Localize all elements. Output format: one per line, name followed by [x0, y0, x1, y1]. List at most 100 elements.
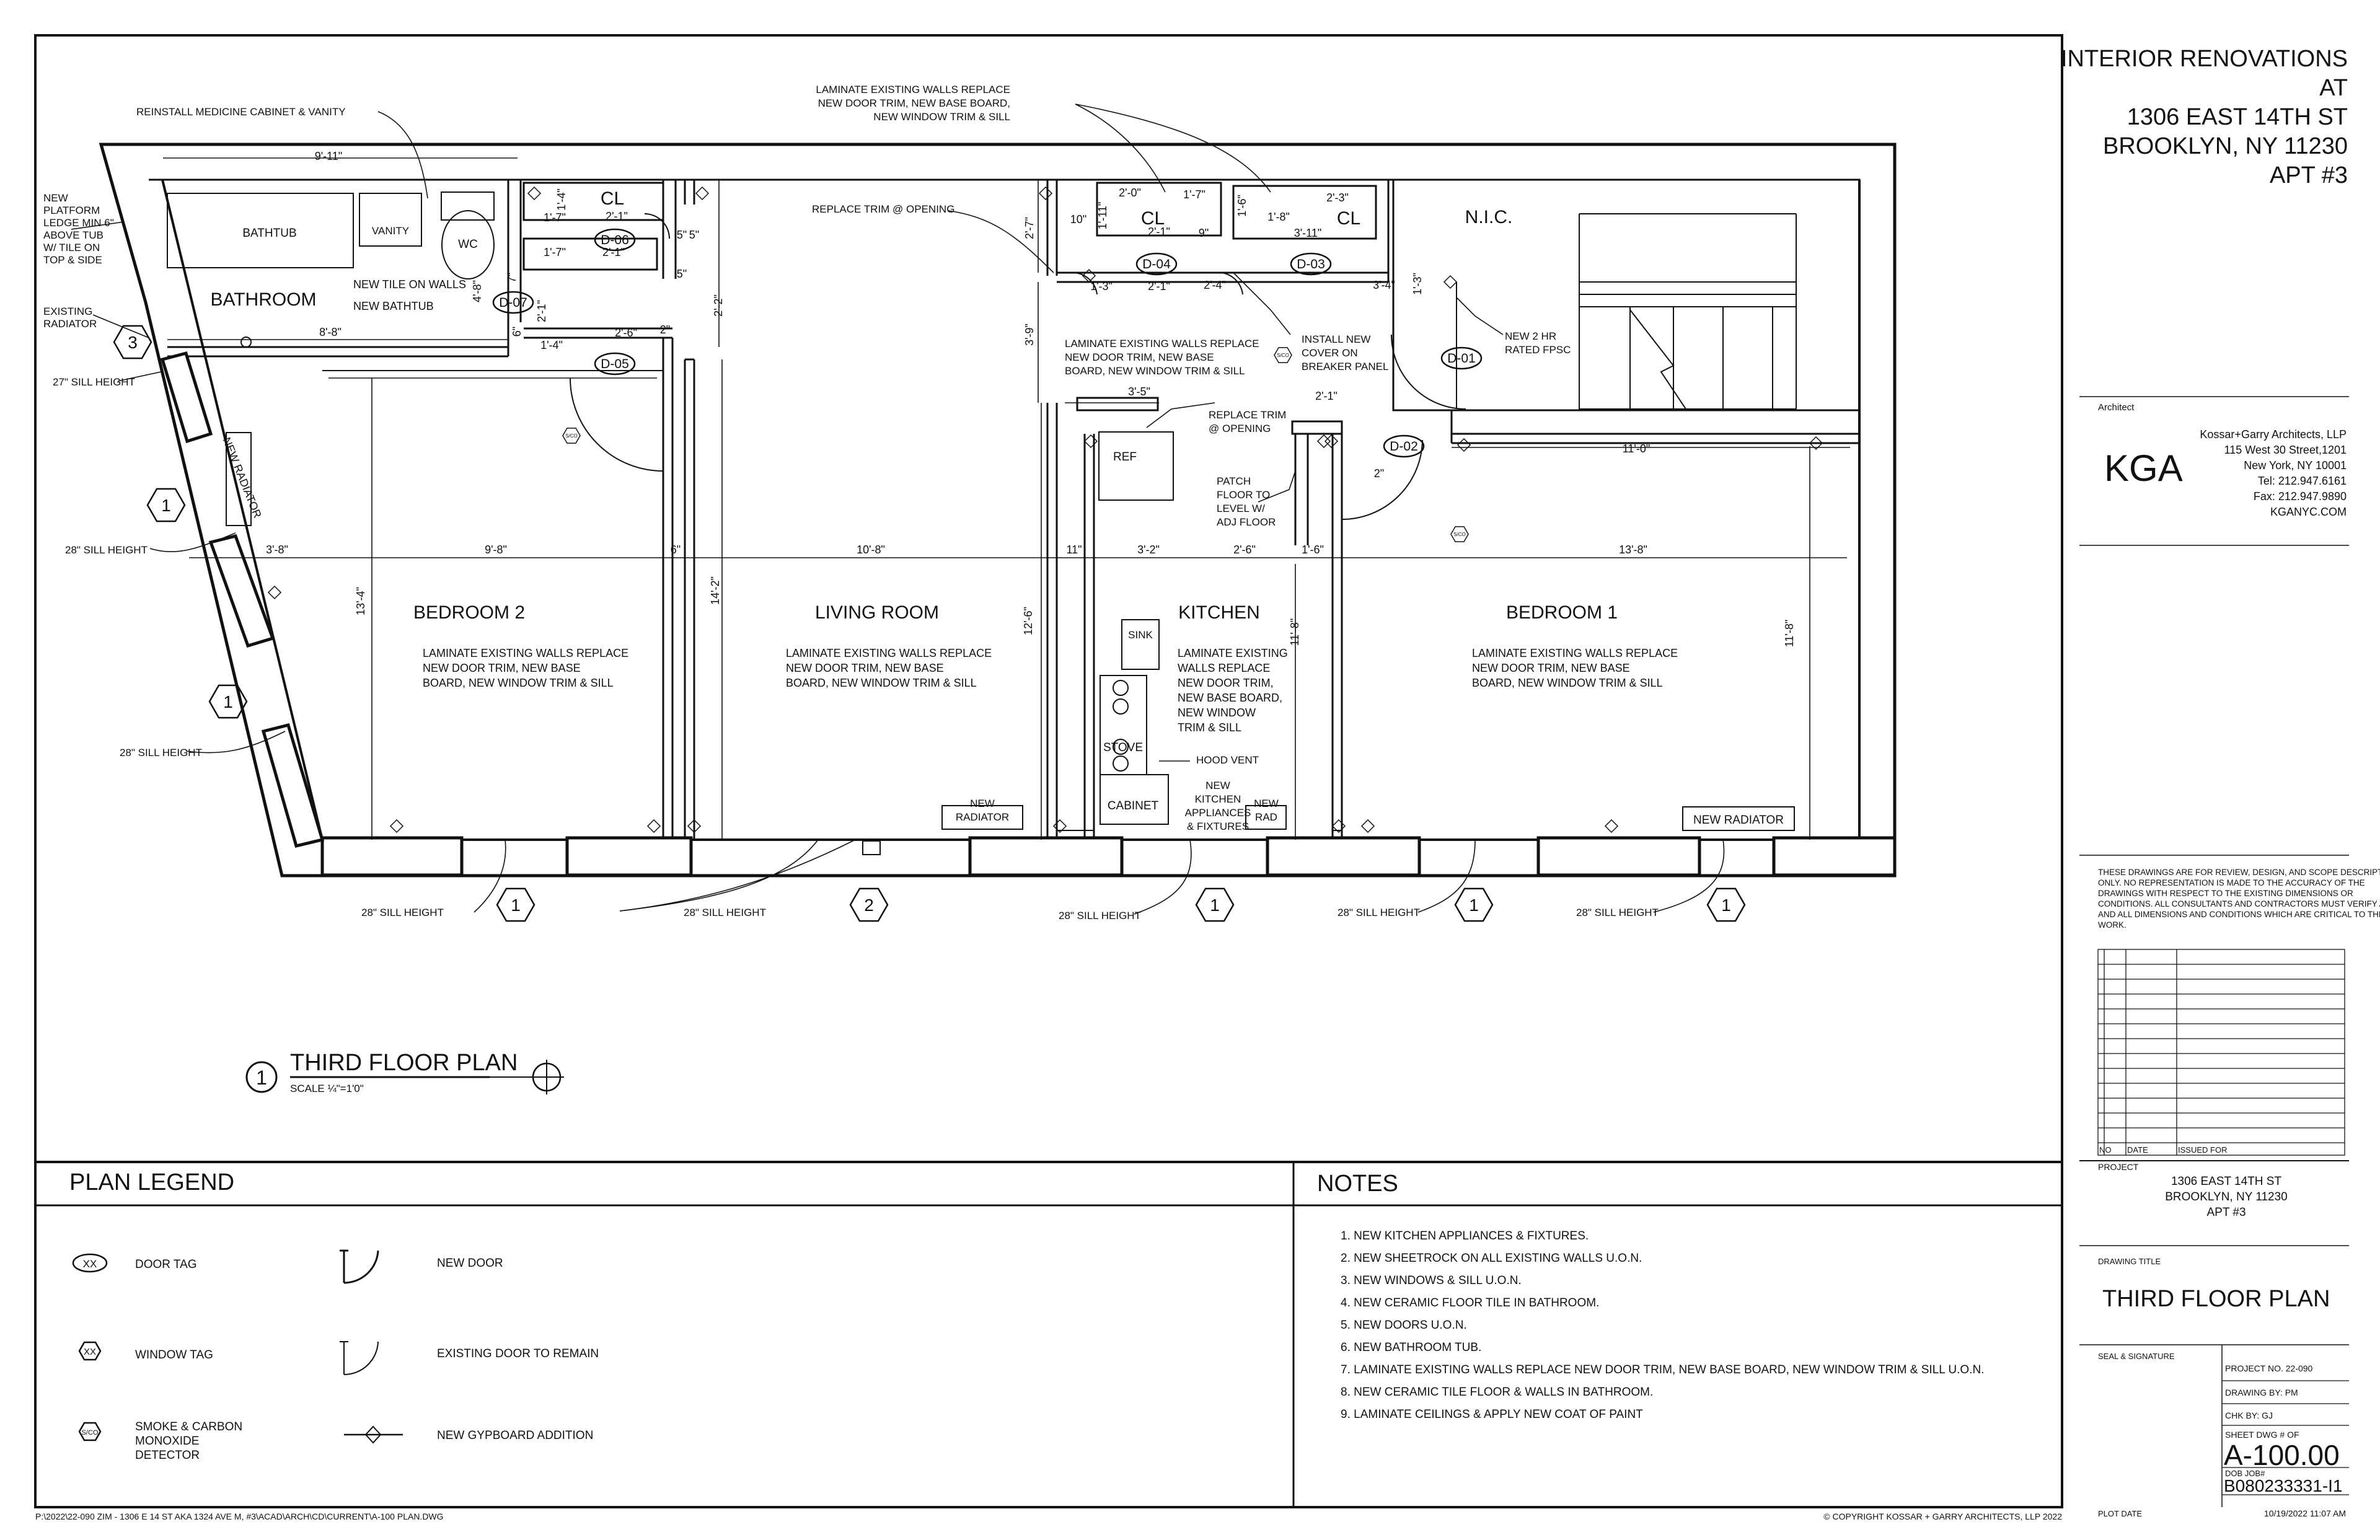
- note-reinstall: REINSTALL MEDICINE CABINET & VANITY: [136, 106, 346, 118]
- sill-27: 27" SILL HEIGHT: [53, 376, 135, 388]
- window-tag-label: 1: [511, 895, 521, 915]
- rev-header-issued: ISSUED FOR: [2178, 1145, 2227, 1155]
- gypboard-marker-icon: [1083, 434, 1098, 449]
- dimension-d-2-2: 2'-2": [712, 294, 725, 317]
- note-item: 1. NEW KITCHEN APPLIANCES & FIXTURES.: [1341, 1230, 1589, 1243]
- dimension-d-10-8: 10'-8": [857, 543, 885, 556]
- wc-bowl: [441, 210, 495, 279]
- dimension-d-1-11: 1'-11": [1096, 202, 1109, 230]
- dimension-d-6: 6": [671, 543, 681, 556]
- dimension-d-2-0: 2'-0": [1119, 187, 1141, 199]
- window-tag-label: 1: [161, 496, 171, 515]
- legend-existing-door-icon: [340, 1341, 379, 1375]
- label-bathtub: BATHTUB: [242, 227, 296, 240]
- door-tag-shape: [1383, 434, 1425, 458]
- note-replace-trim-2: REPLACE TRIM@ OPENING: [1209, 409, 1286, 434]
- revision-table: [2097, 949, 2345, 1156]
- door-tag-label: D-07: [499, 296, 527, 310]
- gypboard-marker-icon: [1324, 434, 1339, 449]
- dimension-d-2-1b: 2'-1": [606, 210, 628, 222]
- room-labels: BATHROOM BEDROOM 2 LIVING ROOM KITCHEN B…: [210, 188, 1784, 827]
- dimension-d-2-6b: 2'-6": [615, 327, 637, 339]
- refrigerator: [1098, 431, 1174, 501]
- window-tag-shape: [849, 887, 889, 922]
- architect-label: Architect: [2098, 402, 2135, 413]
- door-tag-label: D-04: [1142, 257, 1171, 271]
- gypboard-marker-icon: [527, 186, 542, 201]
- gypboard-marker-icon: [1360, 819, 1375, 834]
- nic-area: [1392, 178, 1861, 411]
- door-tag-label: D-05: [601, 357, 629, 371]
- project-no: PROJECT NO. 22-090: [2225, 1363, 2313, 1373]
- dimension-d-3-9: 3'-9": [1023, 323, 1036, 346]
- revision-rows: [2098, 964, 2345, 1143]
- gypboard-marker-icon: [1443, 275, 1458, 289]
- rev-header-no: NO: [2099, 1145, 2112, 1155]
- sheet-number: A-100.00: [2224, 1439, 2340, 1471]
- sill-28-west-2: 28" SILL HEIGHT: [120, 747, 202, 759]
- plan-title: THIRD FLOOR PLAN: [290, 1050, 518, 1076]
- legend-new-door-icon: [340, 1249, 379, 1284]
- room-closet-3: CL: [1337, 208, 1360, 229]
- title-tag-circle: [245, 1061, 278, 1093]
- drawing-title: THIRD FLOOR PLAN: [2102, 1286, 2330, 1312]
- gypboard-marker-icon: [646, 819, 661, 834]
- window-tag-shape: [208, 684, 248, 719]
- file-path: P:\2022\22-090 ZIM - 1306 E 14 ST AKA 13…: [35, 1511, 444, 1521]
- smoke-detector-icon: [562, 428, 581, 444]
- copyright: © COPYRIGHT KOSSAR + GARRY ARCHITECTS, L…: [1823, 1511, 2062, 1521]
- dimension-d-10: 10": [1070, 213, 1086, 226]
- smoke-detector-tag: S/CO: [1453, 532, 1466, 537]
- room-living: LIVING ROOM: [815, 602, 939, 623]
- room-bathroom: BATHROOM: [210, 289, 316, 310]
- wc-tank: [441, 191, 495, 221]
- door-tag-shape: [1440, 346, 1483, 370]
- dimension-d-1-7b: 1'-7": [544, 246, 566, 258]
- note-new-tile: NEW TILE ON WALLS: [353, 278, 466, 291]
- smoke-detector-tag: S/CO: [565, 433, 578, 439]
- window-tag-label: 1: [1210, 895, 1220, 915]
- dimension-d-2-1b: 2'-1": [602, 246, 625, 258]
- dimension-d-3-4: 3'-4": [1373, 279, 1395, 291]
- room-closet-1: CL: [601, 188, 624, 209]
- windows: [160, 351, 1897, 877]
- rev-header-date: DATE: [2127, 1145, 2148, 1155]
- exterior-wall-outer: [99, 143, 1897, 878]
- legend-door-tag-label: DOOR TAG: [135, 1258, 197, 1271]
- bathtub-fixture: [167, 193, 354, 268]
- dimension-d-5: 5": [677, 268, 687, 280]
- dimension-d-2-4: 2'-4": [1204, 279, 1226, 291]
- dimension-d-9-11: 9'-11": [315, 150, 343, 162]
- dimension-labels: 9'-11"8'-8"3'-8"9'-8"10'-8"6"11"3'-2"2'-…: [266, 150, 1796, 647]
- dimension-d-1-6: 1'-6": [1302, 543, 1324, 556]
- gypboard-marker-icon: [687, 819, 702, 834]
- label-ref: REF: [1113, 451, 1137, 464]
- label-vanity: VANITY: [372, 225, 409, 237]
- dimension-d-7: 7": [506, 273, 518, 283]
- dimension-d-13-4: 13'-4": [355, 587, 367, 615]
- window-tag-label: 2: [864, 895, 874, 915]
- new-radiator-living: [941, 805, 1023, 830]
- dimension-d-2-1: 2'-1": [1148, 280, 1170, 293]
- titleblock: [2079, 396, 2349, 1507]
- door-tag-shape: [1135, 252, 1178, 276]
- gypboard-marker-icon: [1331, 819, 1346, 834]
- dimension-d-5: 5": [689, 229, 699, 241]
- dimension-d-13-8: 13'-8": [1619, 543, 1647, 556]
- window-tag-label: 3: [128, 333, 138, 352]
- legend-window-tag-label: WINDOW TAG: [135, 1349, 213, 1362]
- sill-28-s-4: 28" SILL HEIGHT: [1338, 907, 1420, 918]
- project-label: PROJECT: [2098, 1162, 2139, 1172]
- sill-28-west-1: 28" SILL HEIGHT: [65, 544, 148, 556]
- label-wc: WC: [458, 238, 478, 251]
- gypboard-marker-icon: [1052, 819, 1067, 834]
- window-tag-shape: [496, 887, 536, 922]
- door-tag-shape: [1290, 252, 1332, 276]
- sheet-label: SHEET DWG # OF: [2225, 1430, 2299, 1440]
